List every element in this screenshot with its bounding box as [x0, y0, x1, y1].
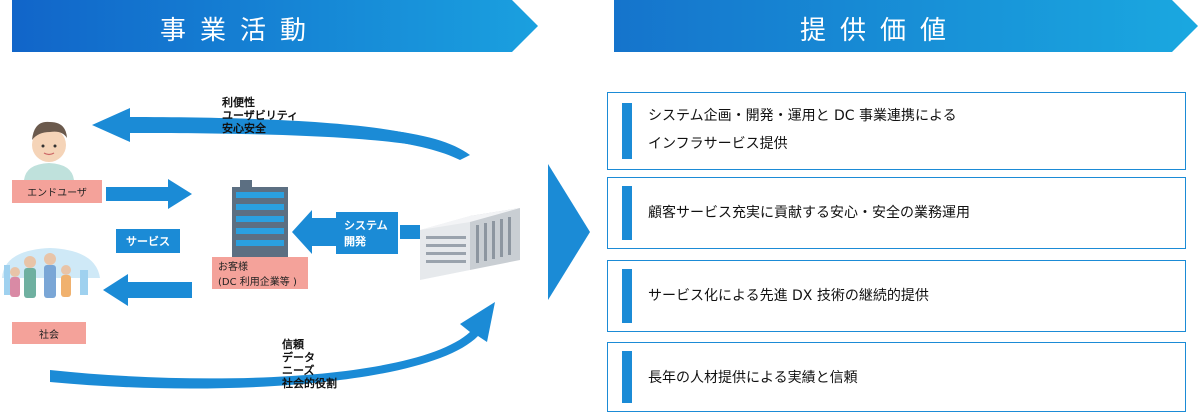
data-center-icon [420, 208, 520, 280]
client-label: お客様 (DC 利用企業等 ) [212, 257, 308, 289]
center-chevron-arrow [548, 164, 590, 300]
system-development-label: システム 開発 [336, 212, 398, 254]
society-label: 社会 [12, 322, 86, 344]
top-arrow-annotation: 利便性 ユーザビリティ 安心安全 [222, 96, 298, 135]
value-box-accent-bar [622, 103, 632, 159]
annotation-safety: 安心安全 [222, 122, 266, 135]
value-box-accent-bar [622, 351, 632, 403]
value-box-accent-bar [622, 269, 632, 323]
annotation-social-role: 社会的役割 [282, 377, 337, 390]
value-box-accent-bar [622, 186, 632, 240]
provided-value-banner [614, 0, 1198, 52]
client-building-icon [232, 180, 288, 259]
client-label-line1: お客様 [218, 262, 248, 273]
value-box-4: 長年の人材提供による実績と信頼 [607, 342, 1186, 412]
society-illustration [2, 248, 100, 298]
bottom-arrow-annotation: 信頼 データ ニーズ 社会的役割 [282, 338, 337, 390]
provided-value-title: 提供価値 [800, 16, 961, 46]
annotation-data: データ [282, 351, 315, 364]
client-label-line2: (DC 利用企業等 ) [218, 277, 297, 288]
value-box-2: 顧客サービス充実に貢献する安心・安全の業務運用 [607, 177, 1186, 249]
end-user-avatar [24, 121, 74, 180]
bottom-curved-arrow [50, 302, 495, 389]
business-activities-banner [12, 0, 538, 52]
value-box-1: システム企画・開発・運用と DC 事業連携による インフラサービス提供 [607, 92, 1186, 170]
service-label: サービス [116, 229, 180, 253]
value-text-4: 長年の人材提供による実績と信頼 [648, 370, 858, 386]
value-text-3: サービス化による先進 DX 技術の継続的提供 [648, 288, 929, 304]
annotation-needs: ニーズ [282, 364, 315, 377]
value-box-3: サービス化による先進 DX 技術の継続的提供 [607, 260, 1186, 332]
business-flow-diagram [2, 108, 590, 389]
annotation-usability: ユーザビリティ [222, 109, 299, 122]
end-user-label: エンドユーザ [12, 180, 102, 203]
society-arrow-left [103, 274, 192, 306]
business-activities-title: 事業活動 [160, 16, 321, 46]
annotation-trust: 信頼 [282, 338, 304, 351]
service-arrow-right [106, 179, 192, 209]
value-text-2: 顧客サービス充実に貢献する安心・安全の業務運用 [648, 205, 970, 221]
system-development-line1: システム [344, 219, 388, 232]
annotation-convenience: 利便性 [222, 96, 255, 109]
system-development-line2: 開発 [344, 235, 366, 248]
value-text-1-line1: システム企画・開発・運用と DC 事業連携による [648, 108, 957, 124]
value-text-1-line2: インフラサービス提供 [648, 136, 788, 152]
